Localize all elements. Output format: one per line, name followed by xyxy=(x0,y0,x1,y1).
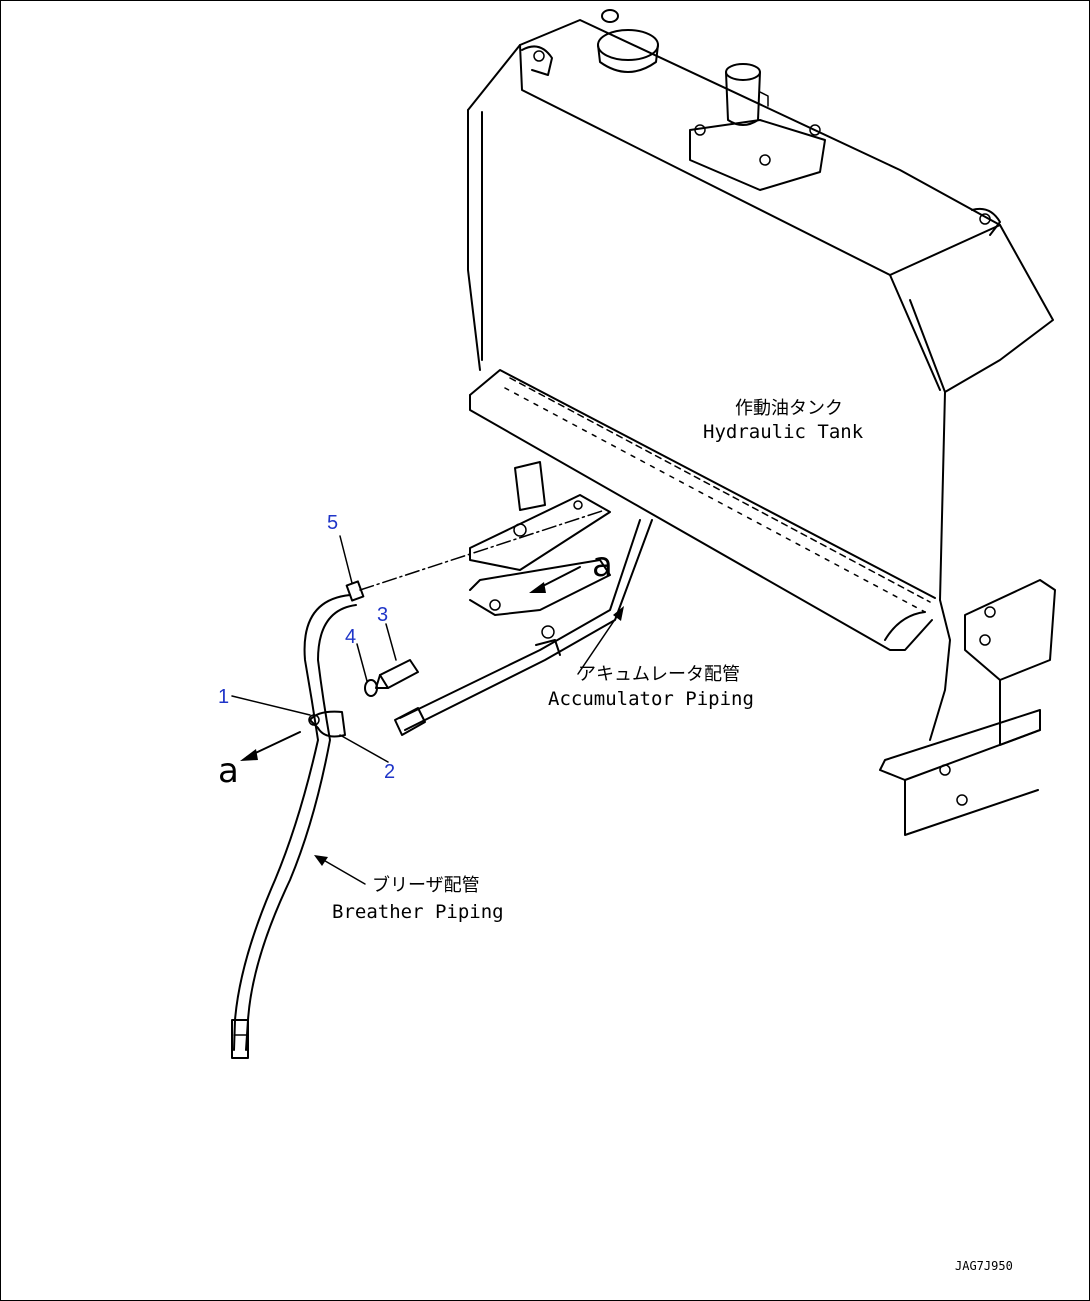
label-arrows xyxy=(314,606,624,885)
callout-3: 3 xyxy=(377,604,388,626)
view-arrow-right xyxy=(529,566,581,593)
tank-bracket xyxy=(879,579,1056,836)
callout-2: 2 xyxy=(384,761,395,783)
breather-label-en: Breather Piping xyxy=(332,901,504,923)
callout-5: 5 xyxy=(327,512,338,534)
breather-piping xyxy=(231,594,357,1059)
assembly-line-fitting xyxy=(359,509,606,591)
drawing-code: JAG7J950 xyxy=(955,1259,1013,1273)
view-ref-right: a xyxy=(592,545,613,585)
view-ref-left: a xyxy=(218,751,239,791)
hydraulic-tank xyxy=(467,9,1054,651)
leader-lines xyxy=(231,535,397,763)
tank-label-jp: 作動油タンク xyxy=(735,398,843,419)
valve-block xyxy=(469,461,611,616)
callout-1: 1 xyxy=(218,686,229,708)
view-arrow-left xyxy=(240,731,301,761)
callout-4: 4 xyxy=(345,626,356,648)
breather-label-jp: ブリーザ配管 xyxy=(372,874,480,896)
accumulator-label-en: Accumulator Piping xyxy=(548,688,754,710)
accumulator-label-jp: アキュムレータ配管 xyxy=(578,664,740,685)
fitting-part xyxy=(345,580,365,602)
accumulator-piping xyxy=(394,519,653,736)
clamp-part xyxy=(308,710,346,738)
tank-label-en: Hydraulic Tank xyxy=(703,421,864,443)
bolt-part xyxy=(375,659,419,689)
